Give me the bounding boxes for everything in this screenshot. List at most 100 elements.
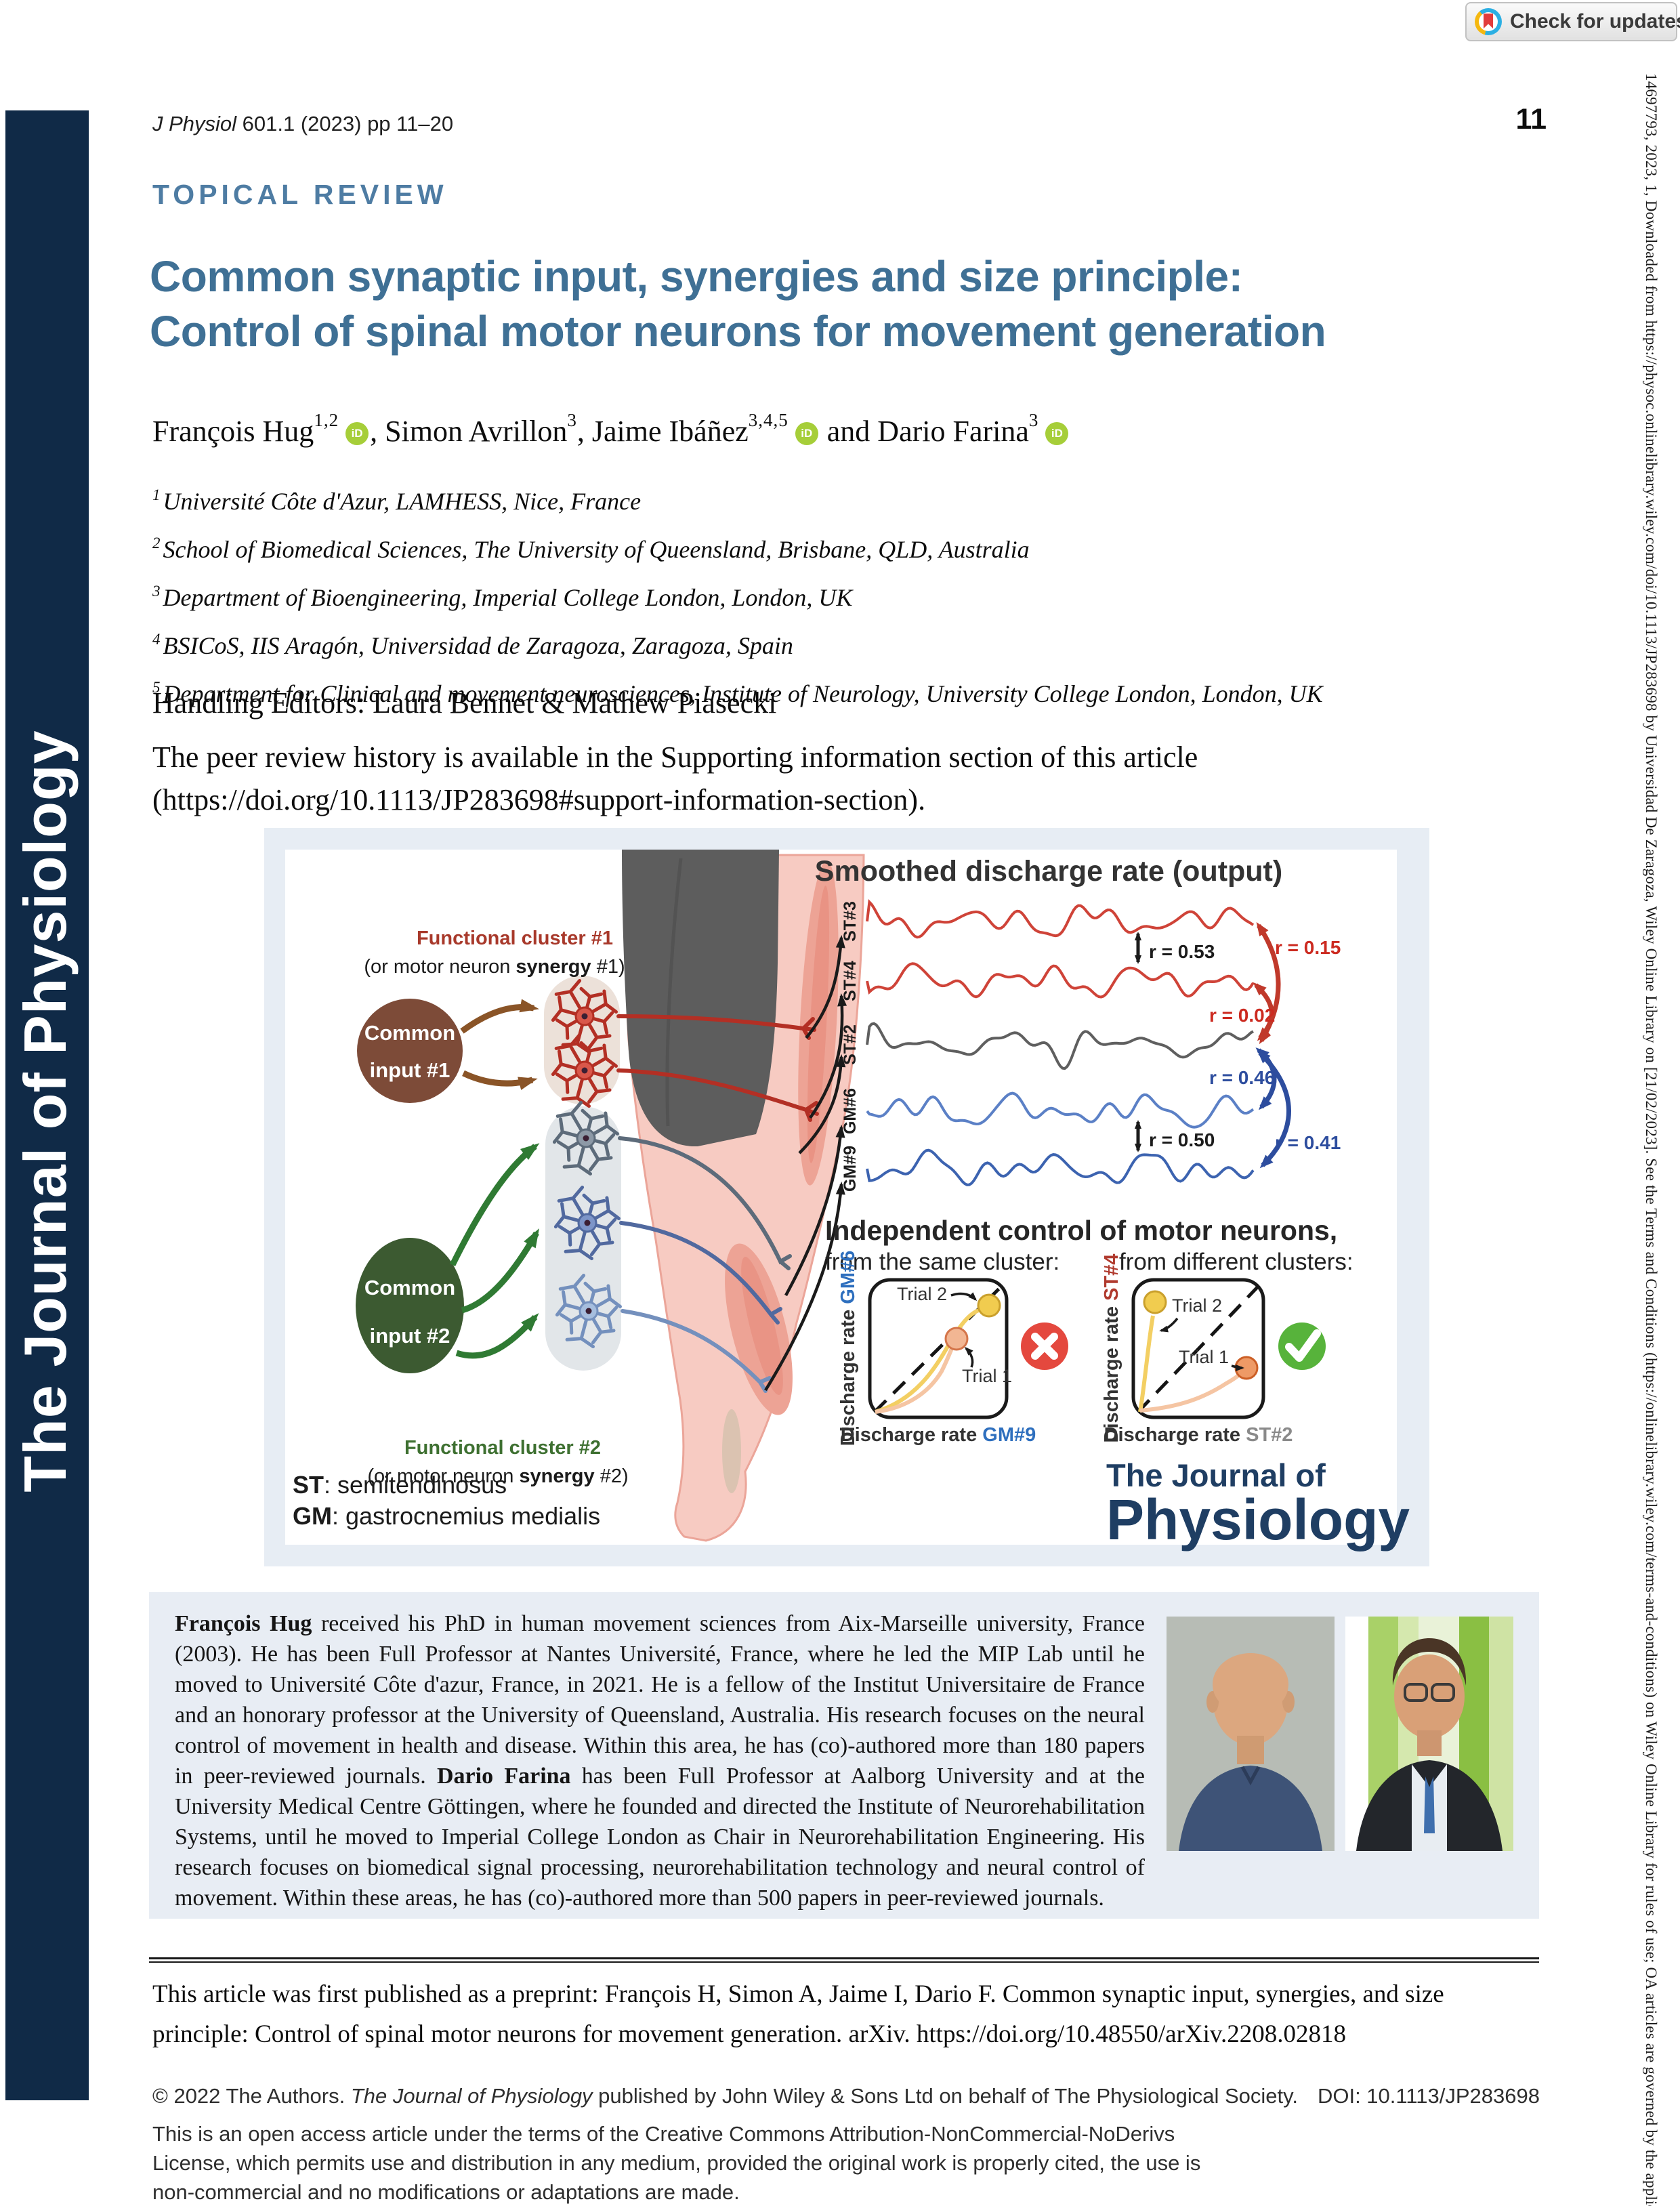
trial2-label: Trial 2 [1172,1295,1222,1316]
copyright-journal: The Journal of Physiology [350,2084,593,2108]
journal-logo-line2: Physiology [1106,1488,1410,1551]
shorts-shape [622,850,779,1147]
portrait-francois-hug [1167,1617,1335,1851]
discharge-trace-GM#9 [866,1148,1255,1186]
common-input1-line2: input #1 [370,1058,450,1082]
common-input2-line1: Common [364,1276,455,1299]
author-name: Dario Farina [877,415,1029,448]
diff-cluster-label: from different clusters: [1119,1249,1353,1275]
r-st2-gm9: r = 0.41 [1275,1132,1341,1153]
common-input1-line1: Common [364,1021,455,1045]
common-input2-circle [356,1238,464,1373]
graphical-abstract-figure: Common input #1 Common input #2 Function… [264,828,1429,1566]
trace-label-ST#4: ST#4 [841,961,860,1001]
trial1-label: Trial 1 [962,1366,1012,1386]
trial2-label: Trial 2 [897,1284,947,1304]
scatter-left-x-label: Discharge rate GM#9 [841,1424,1036,1446]
author-photos [1167,1617,1513,1851]
journal-reference: J Physiol 601.1 (2023) pp 11–20 [152,112,453,136]
journal-name: J Physiol [152,112,237,136]
trace-label-GM#6: GM#6 [841,1088,860,1134]
r-st4-st2: r = 0.02 [1209,1005,1275,1026]
copyright-post: published by John Wiley & Sons Ltd on be… [592,2084,1298,2108]
crossmark-icon [1475,8,1502,35]
r-gm6-gm9: r = 0.50 [1149,1129,1215,1150]
figure-canvas: Common input #1 Common input #2 Function… [285,850,1410,1551]
author-affil-sup: 3 [567,410,577,430]
check-for-updates-label: Check for updates [1510,10,1680,33]
discharge-trace-ST#4 [866,962,1255,999]
journal-spine-title: The Journal of Physiology [12,730,79,1493]
scatter-different-clusters: Trial 2 Trial 1 Discharge rate ST#4 Disc… [1101,1254,1326,1446]
article-title: Common synaptic input, synergies and siz… [150,249,1326,359]
motor-neuron-gm-1 [552,1101,792,1270]
page-number: 11 [1515,103,1547,136]
footer-rule [149,1957,1539,1963]
author-name: Jaime Ibáñez [591,415,749,448]
trial2-dot [1143,1290,1167,1314]
journal-spine-bar: The Journal of Physiology [5,110,89,2100]
handling-editors: Handling Editors: Laura Bennet & Mathew … [152,686,777,720]
biography-text: François Hug received his PhD in human m… [175,1611,1145,1911]
portrait-dario-farina [1345,1617,1513,1851]
trace-label-GM#9: GM#9 [841,1146,860,1192]
input2-arrows [449,1143,540,1359]
trial1-dot [944,1327,969,1351]
discharge-trace-GM#6 [866,1091,1255,1129]
legend-gm: GM: gastrocnemius medialis [293,1502,600,1530]
journal-issue-pages: 601.1 (2023) pp 11–20 [236,112,454,136]
discharge-trace-ST#3 [866,899,1255,939]
correlation-arcs [1253,922,1291,1169]
r-st3-st4: r = 0.53 [1149,941,1215,962]
peer-review-link[interactable]: (https://doi.org/10.1113/JP283698#suppor… [152,783,926,816]
article-title-line1: Common synaptic input, synergies and siz… [150,252,1243,301]
scatter-same-cluster: Trial 2 Trial 1 Discharge rate GM#6 Disc… [837,1251,1068,1446]
independent-heading: Independent control of motor neurons, [825,1215,1337,1246]
orcid-icon[interactable]: iD [795,422,818,445]
peer-review-note: The peer review history is available in … [152,736,1198,821]
r-st3-st2: r = 0.15 [1275,937,1341,958]
thigh-muscle-streak [807,886,830,1163]
legend-st: ST: semitendinosus [293,1471,507,1499]
shorts-fold [665,858,683,1127]
author-name: Simon Avrillon [385,415,568,448]
author-affil-sup: 3 [1028,410,1039,430]
common-input2-line2: input #2 [370,1324,450,1348]
r-st2-gm6: r = 0.46 [1209,1067,1275,1088]
peer-review-line1: The peer review history is available in … [152,741,1198,774]
orcid-icon[interactable]: iD [1045,422,1069,445]
section-label: TOPICAL REVIEW [152,179,448,210]
trace-label-ST#2: ST#2 [841,1024,860,1065]
copyright-line: DOI: 10.1113/JP283698 © 2022 The Authors… [152,2084,1540,2108]
scatter-right-x-label: Discharge rate ST#2 [1104,1424,1293,1446]
trial1-label: Trial 1 [1179,1347,1229,1367]
cluster2-sublabel: (or motor neuron synergy #2) [367,1465,628,1487]
preprint-note: This article was first published as a pr… [152,1980,1444,2048]
cluster1-sublabel: (or motor neuron synergy #1) [364,956,625,978]
doi-text[interactable]: DOI: 10.1113/JP283698 [1317,2084,1540,2108]
cluster1-label: Functional cluster #1 [417,928,613,949]
check-for-updates-button[interactable]: Check for updates [1465,2,1680,41]
orcid-icon[interactable]: iD [345,422,369,445]
cluster2-label: Functional cluster #2 [404,1437,601,1459]
input1-arrows [460,999,539,1090]
same-cluster-label: from the same cluster: [825,1249,1059,1275]
author-affil-sup: 3,4,5 [748,410,789,430]
author-name: François Hug [152,415,314,448]
trace-label-ST#3: ST#3 [841,901,860,942]
achilles-tendon [722,1409,741,1493]
journal-logo-line1: The Journal of [1106,1457,1326,1493]
common-input1-circle [357,999,463,1103]
authors-line: François Hug1,2iD, Simon Avrillon3, Jaim… [152,410,1070,449]
muscle-to-trace-arrows [764,935,847,1392]
article-title-line2: Control of spinal motor neurons for move… [150,307,1326,356]
scatter-right-y-label: Discharge rate ST#4 [1101,1254,1122,1443]
traces-title: Smoothed discharge rate (output) [815,855,1282,888]
